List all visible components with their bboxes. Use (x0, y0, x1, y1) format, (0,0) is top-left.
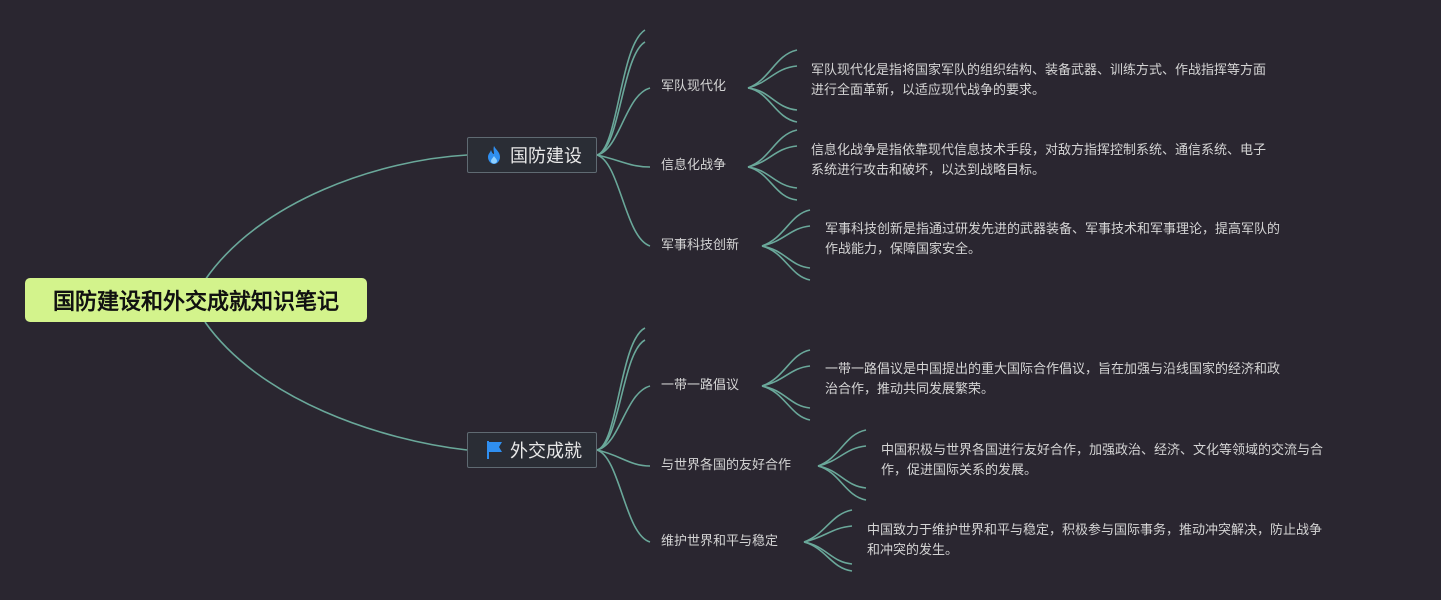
fire-icon (484, 145, 504, 165)
topic-friendly-cooperation[interactable]: 与世界各国的友好合作 (661, 458, 792, 473)
fan-b1-t2 (803, 509, 853, 572)
note-line: 系统进行攻击和破坏，以达到战略目标。 (811, 163, 1046, 178)
note-line: 和冲突的发生。 (867, 543, 959, 558)
fan-b0-t1 (747, 129, 798, 201)
flag-icon (484, 440, 504, 460)
link-b1-t1 (596, 449, 651, 467)
note-line: 作，促进国际关系的发展。 (881, 463, 1038, 478)
link-b0-t1 (596, 154, 651, 168)
note-line: 军队现代化是指将国家军队的组织结构、装备武器、训练方式、作战指挥等方面 (811, 63, 1267, 78)
branch-label: 外交成就 (510, 441, 582, 462)
topic-information-warfare[interactable]: 信息化战争 (661, 158, 727, 173)
topic-military-modernization[interactable]: 军队现代化 (661, 79, 727, 94)
link-b1-x1 (596, 339, 646, 451)
note-line: 作战能力，保障国家安全。 (825, 242, 982, 257)
link-b1-t2 (596, 449, 651, 543)
link-root-b1 (204, 321, 468, 451)
link-root-b0 (204, 154, 468, 281)
link-b0-t0 (596, 87, 651, 156)
note-line: 信息化战争是指依靠现代信息技术手段，对敌方指挥控制系统、通信系统、电子 (811, 143, 1267, 158)
topic-belt-and-road[interactable]: 一带一路倡议 (661, 378, 740, 393)
note-line: 中国积极与世界各国进行友好合作，加强政治、经济、文化等领域的交流与合 (881, 443, 1324, 458)
note-friendly-cooperation[interactable]: 中国积极与世界各国进行友好合作，加强政治、经济、文化等领域的交流与合 作，促进国… (881, 441, 1376, 481)
branch-national-defense[interactable]: 国防建设 (467, 137, 597, 173)
link-b0-x1 (596, 41, 646, 156)
link-b0-x0 (596, 29, 646, 156)
note-line: 军事科技创新是指通过研发先进的武器装备、军事技术和军事理论，提高军队的 (825, 222, 1281, 237)
note-line: 治合作，推动共同发展繁荣。 (825, 382, 995, 397)
note-line: 中国致力于维护世界和平与稳定，积极参与国际事务，推动冲突解决，防止战争 (867, 523, 1323, 538)
link-b1-t0 (596, 385, 651, 451)
link-b1-x0 (596, 327, 646, 451)
branch-diplomacy[interactable]: 外交成就 (467, 432, 597, 468)
note-military-modernization[interactable]: 军队现代化是指将国家军队的组织结构、装备武器、训练方式、作战指挥等方面 进行全面… (811, 61, 1306, 101)
link-b0-t2 (596, 154, 651, 247)
branch-label: 国防建设 (510, 146, 582, 167)
fan-b1-t0 (761, 349, 811, 421)
topic-world-peace[interactable]: 维护世界和平与稳定 (661, 534, 779, 549)
fan-b0-t2 (761, 209, 811, 281)
fan-b0-t0 (747, 49, 798, 123)
note-military-tech-innovation[interactable]: 军事科技创新是指通过研发先进的武器装备、军事技术和军事理论，提高军队的 作战能力… (825, 220, 1320, 260)
note-information-warfare[interactable]: 信息化战争是指依靠现代信息技术手段，对敌方指挥控制系统、通信系统、电子 系统进行… (811, 141, 1306, 181)
note-world-peace[interactable]: 中国致力于维护世界和平与稳定，积极参与国际事务，推动冲突解决，防止战争 和冲突的… (867, 521, 1362, 561)
root-topic[interactable]: 国防建设和外交成就知识笔记 (25, 278, 367, 322)
fan-b1-t1 (817, 429, 867, 501)
note-line: 进行全面革新，以适应现代战争的要求。 (811, 83, 1046, 98)
note-line: 一带一路倡议是中国提出的重大国际合作倡议，旨在加强与沿线国家的经济和政 (825, 362, 1281, 377)
topic-military-tech-innovation[interactable]: 军事科技创新 (661, 238, 740, 253)
note-belt-and-road[interactable]: 一带一路倡议是中国提出的重大国际合作倡议，旨在加强与沿线国家的经济和政 治合作，… (825, 360, 1320, 400)
